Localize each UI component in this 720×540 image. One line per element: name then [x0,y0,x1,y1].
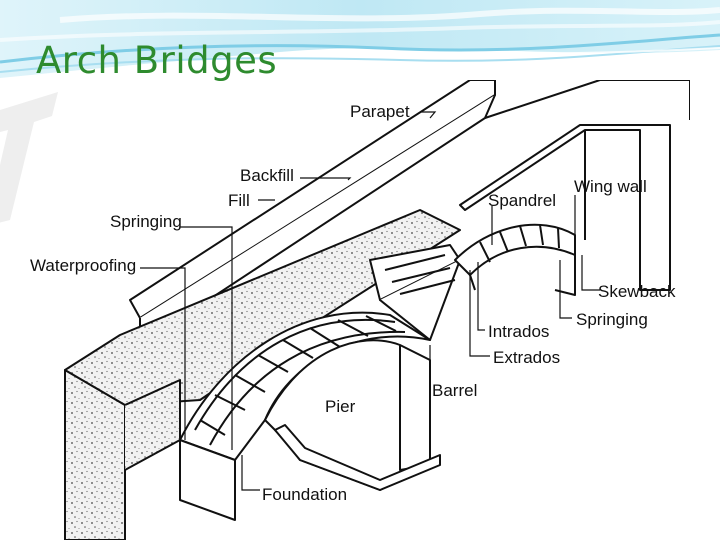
label-wing-wall: Wing wall [574,177,647,196]
label-extrados: Extrados [493,348,560,367]
watermark-letter [0,92,58,223]
arch-barrel-right [454,223,576,276]
label-fill: Fill [228,191,250,210]
parapet [129,80,496,319]
label-springing-left: Springing [110,212,182,231]
label-foundation: Foundation [262,485,347,504]
label-barrel: Barrel [432,381,477,400]
label-pier: Pier [325,397,356,416]
label-waterproofing: Waterproofing [30,256,136,275]
label-spandrel: Spandrel [488,191,556,210]
arch-bridge-diagram: Parapet Backfill Fill Springing Waterpro… [30,80,690,540]
label-backfill: Backfill [240,166,294,185]
slide-title: Arch Bridges [36,39,278,82]
foundation [274,424,441,491]
label-skewback: Skewback [598,282,676,301]
wing-wall [459,124,671,291]
label-intrados: Intrados [488,322,549,341]
label-parapet: Parapet [350,102,410,121]
label-springing-right: Springing [576,310,648,329]
header-banner [0,0,720,78]
